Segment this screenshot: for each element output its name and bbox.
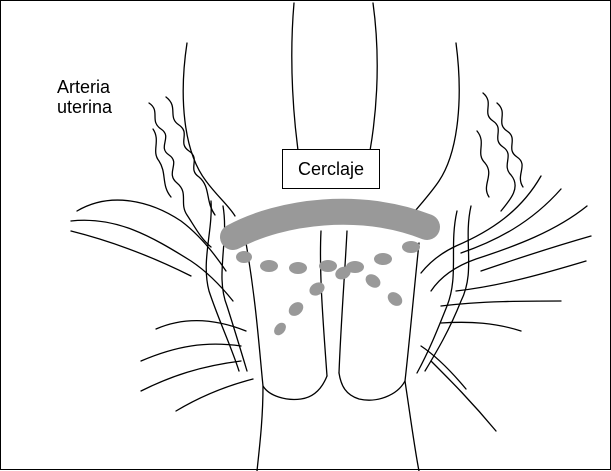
suture-dot	[289, 262, 307, 274]
arteria-line-2: uterina	[57, 97, 112, 117]
suture-dot	[385, 289, 405, 308]
artery-branch-right-low1	[456, 261, 586, 291]
artery-branch-right-low3	[441, 322, 521, 331]
canal-right	[366, 3, 377, 171]
arteria-line-1: Arteria	[57, 77, 112, 97]
uterine-artery-left-2	[166, 97, 215, 215]
suture-dot	[374, 253, 392, 265]
suture-dot	[286, 299, 306, 318]
artery-branch-left-mid	[71, 231, 191, 276]
suture-dot	[236, 251, 252, 263]
cerclaje-label: Cerclaje	[298, 159, 364, 180]
suture-dot	[272, 320, 289, 337]
artery-branch-right-upper2	[431, 206, 587, 291]
suture-dot	[363, 271, 383, 290]
cerclaje-band	[233, 212, 427, 237]
artery-branch-left-low4	[176, 379, 253, 411]
artery-branch-left-low2	[141, 344, 241, 361]
uterus-outline-left	[183, 43, 235, 216]
dotted-suture	[236, 241, 420, 338]
artery-branch-right-mid	[481, 236, 591, 271]
suture-dot	[319, 260, 337, 272]
uterus-outline-right	[411, 43, 459, 216]
canal-left	[292, 3, 301, 171]
arteria-uterina-label: Arteria uterina	[57, 77, 112, 117]
cerclaje-label-box: Cerclaje	[282, 149, 380, 189]
artery-branch-left-upper	[77, 200, 226, 271]
artery-branch-left-low3	[141, 361, 241, 391]
vagina-right	[405, 381, 419, 471]
uterine-artery-left-3	[153, 129, 171, 197]
suture-dot	[307, 280, 327, 298]
artery-branch-right-low5	[431, 361, 496, 431]
cervical-canal-right	[339, 231, 347, 373]
suture-dot	[260, 260, 278, 272]
cervical-canal-left	[320, 231, 327, 376]
uterine-artery-right-3	[477, 131, 489, 197]
cervix-left-side	[246, 243, 327, 399]
suture-dot	[402, 241, 420, 253]
vagina-left	[257, 386, 263, 471]
